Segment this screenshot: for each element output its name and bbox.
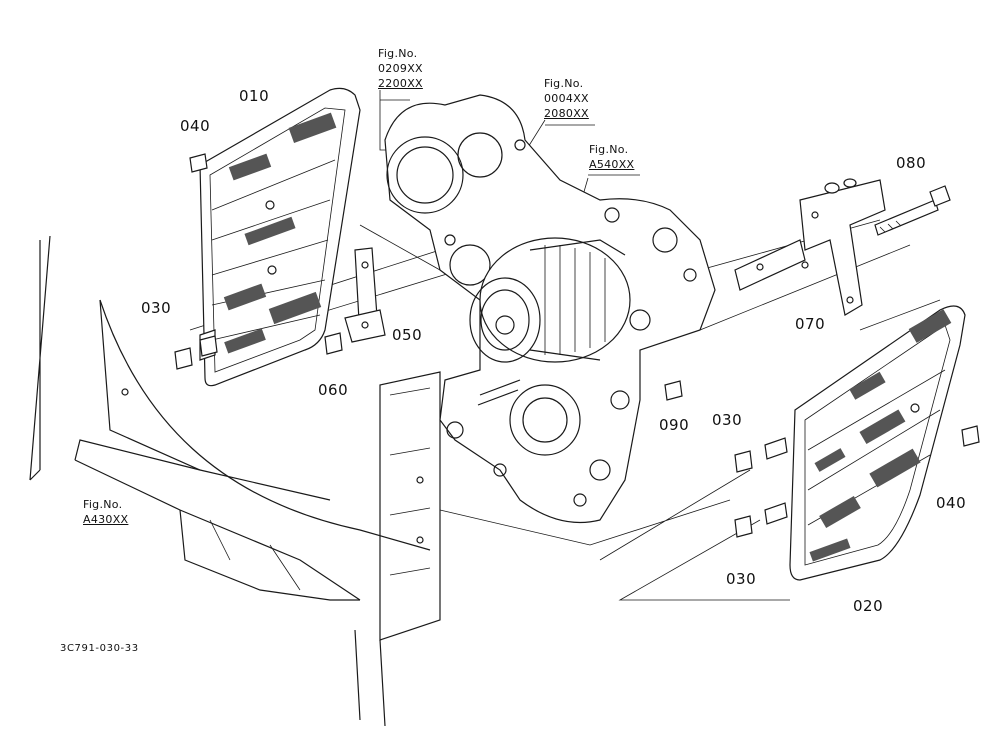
- cover-plate-020: [789, 305, 966, 581]
- engine-frame: [29, 235, 441, 727]
- bolt-080: [874, 185, 951, 236]
- fig-ref-number: A540XX: [589, 158, 635, 171]
- part-label-080: 080: [896, 154, 927, 172]
- fasteners: [174, 153, 980, 538]
- fig-ref-0004: Fig.No. 0004XX 2080XX: [544, 76, 589, 121]
- fig-ref-a540: Fig.No. A540XX: [589, 142, 634, 172]
- part-label-030-left: 030: [141, 299, 172, 317]
- fig-ref-number: A430XX: [83, 513, 129, 526]
- part-label-070: 070: [795, 315, 826, 333]
- part-label-060: 060: [318, 381, 349, 399]
- fig-ref-title: Fig.No.: [589, 143, 629, 156]
- fig-ref-0209: Fig.No. 0209XX 2200XX: [378, 46, 423, 91]
- fig-ref-number: 2200XX: [378, 77, 423, 90]
- part-label-040-right: 040: [936, 494, 967, 512]
- bracket-070: [734, 178, 886, 316]
- part-label-030-upper: 030: [712, 411, 743, 429]
- bracket-050: [344, 247, 386, 343]
- part-label-010: 010: [239, 87, 270, 105]
- part-label-020: 020: [853, 597, 884, 615]
- fig-ref-a430: Fig.No. A430XX: [83, 497, 128, 527]
- fig-ref-number: 0209XX: [378, 62, 423, 75]
- diagram-code: 3C791-030-33: [60, 643, 139, 654]
- part-label-050: 050: [392, 326, 423, 344]
- fig-ref-number: 2080XX: [544, 107, 589, 120]
- fig-ref-title: Fig.No.: [544, 77, 584, 90]
- part-label-030-lower: 030: [726, 570, 757, 588]
- fig-ref-number: 0004XX: [544, 92, 589, 105]
- part-label-040-left: 040: [180, 117, 211, 135]
- part-label-090: 090: [659, 416, 690, 434]
- fig-ref-title: Fig.No.: [83, 498, 123, 511]
- alternator: [469, 237, 631, 363]
- fig-ref-title: Fig.No.: [378, 47, 418, 60]
